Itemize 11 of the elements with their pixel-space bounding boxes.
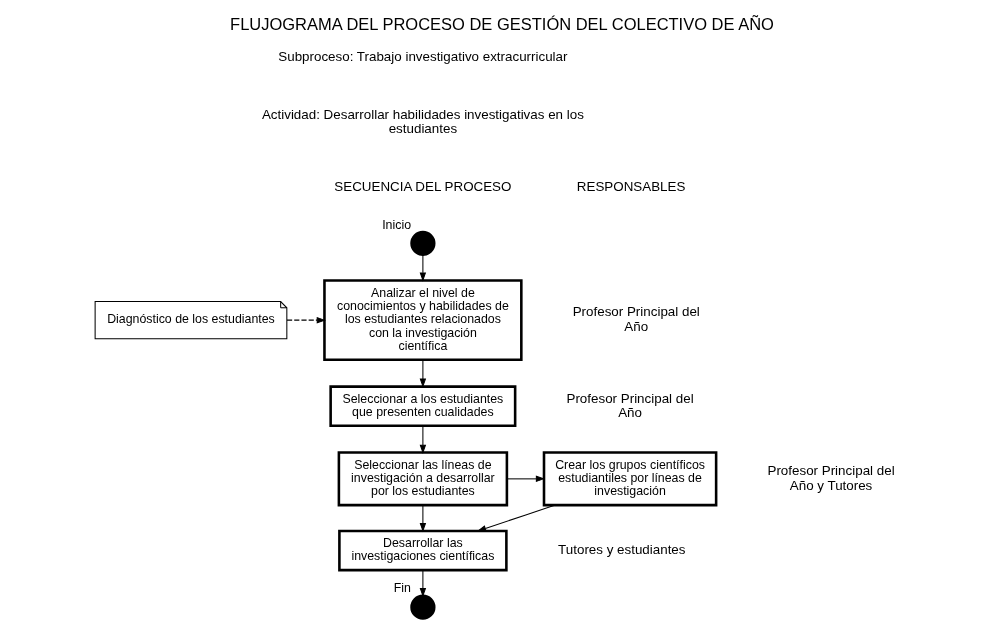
label: Profesor Principal del Año y Tutores (767, 463, 895, 493)
label: Profesor Principal del Año (566, 390, 694, 420)
label: Tutores y estudiantes (557, 542, 686, 558)
label: Profesor Principal del Año (572, 304, 700, 334)
label: RESPONSABLES (576, 179, 685, 195)
label: Actividad: Desarrollar habilidades investigativas en los estudiantes (261, 107, 584, 137)
diagram-title: FLUJOGRAMA DEL PROCESO DE GESTIÓN DEL COLECTIVO DE AÑO (229, 14, 774, 33)
label: Subproceso: Trabajo investigativo extracurricular (277, 49, 567, 65)
node-label: Inicio (381, 217, 411, 232)
label: SECUENCIA DEL PROCESO (333, 179, 511, 195)
node-label: Fin (393, 581, 411, 596)
